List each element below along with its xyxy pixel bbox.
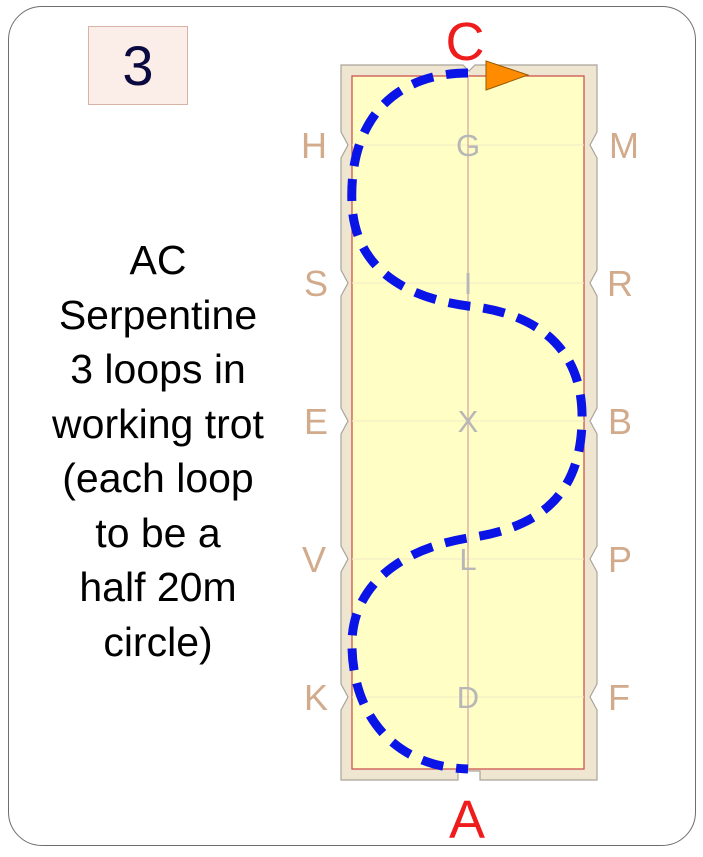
movement-line: 3 loops in bbox=[70, 346, 246, 392]
side-letter-left: S bbox=[304, 263, 328, 304]
side-letter-left: E bbox=[304, 401, 328, 442]
direction-arrow-icon bbox=[485, 60, 530, 91]
movement-line: half 20m bbox=[79, 564, 237, 610]
test-number: 3 bbox=[122, 34, 154, 97]
movement-line: to be a bbox=[95, 509, 221, 556]
movement-line: Serpentine bbox=[58, 291, 258, 338]
side-letter-left: K bbox=[304, 677, 328, 718]
movement-line: working trot bbox=[52, 400, 264, 447]
end-letter-c: C bbox=[446, 12, 485, 72]
center-letter: X bbox=[458, 404, 479, 439]
center-letter: L bbox=[459, 542, 476, 577]
movement-line: (each loop bbox=[62, 455, 254, 501]
test-number-badge: 3 bbox=[88, 26, 188, 105]
center-letter: I bbox=[464, 266, 473, 301]
side-letter-right: R bbox=[607, 263, 633, 304]
movement-line: circle) bbox=[103, 618, 213, 665]
side-letter-left: V bbox=[302, 539, 326, 580]
center-letter: G bbox=[456, 128, 480, 163]
side-letter-left: H bbox=[301, 125, 327, 166]
center-letter: D bbox=[457, 680, 479, 715]
side-letter-right: B bbox=[608, 401, 632, 442]
side-letter-right: F bbox=[608, 677, 630, 718]
side-letter-right: M bbox=[609, 125, 639, 166]
side-letter-right: P bbox=[608, 539, 632, 580]
end-letter-a: A bbox=[449, 790, 485, 850]
movement-line: AC bbox=[129, 237, 187, 283]
movement-description: AC Serpentine 3 loops in working trot (e… bbox=[20, 233, 296, 669]
